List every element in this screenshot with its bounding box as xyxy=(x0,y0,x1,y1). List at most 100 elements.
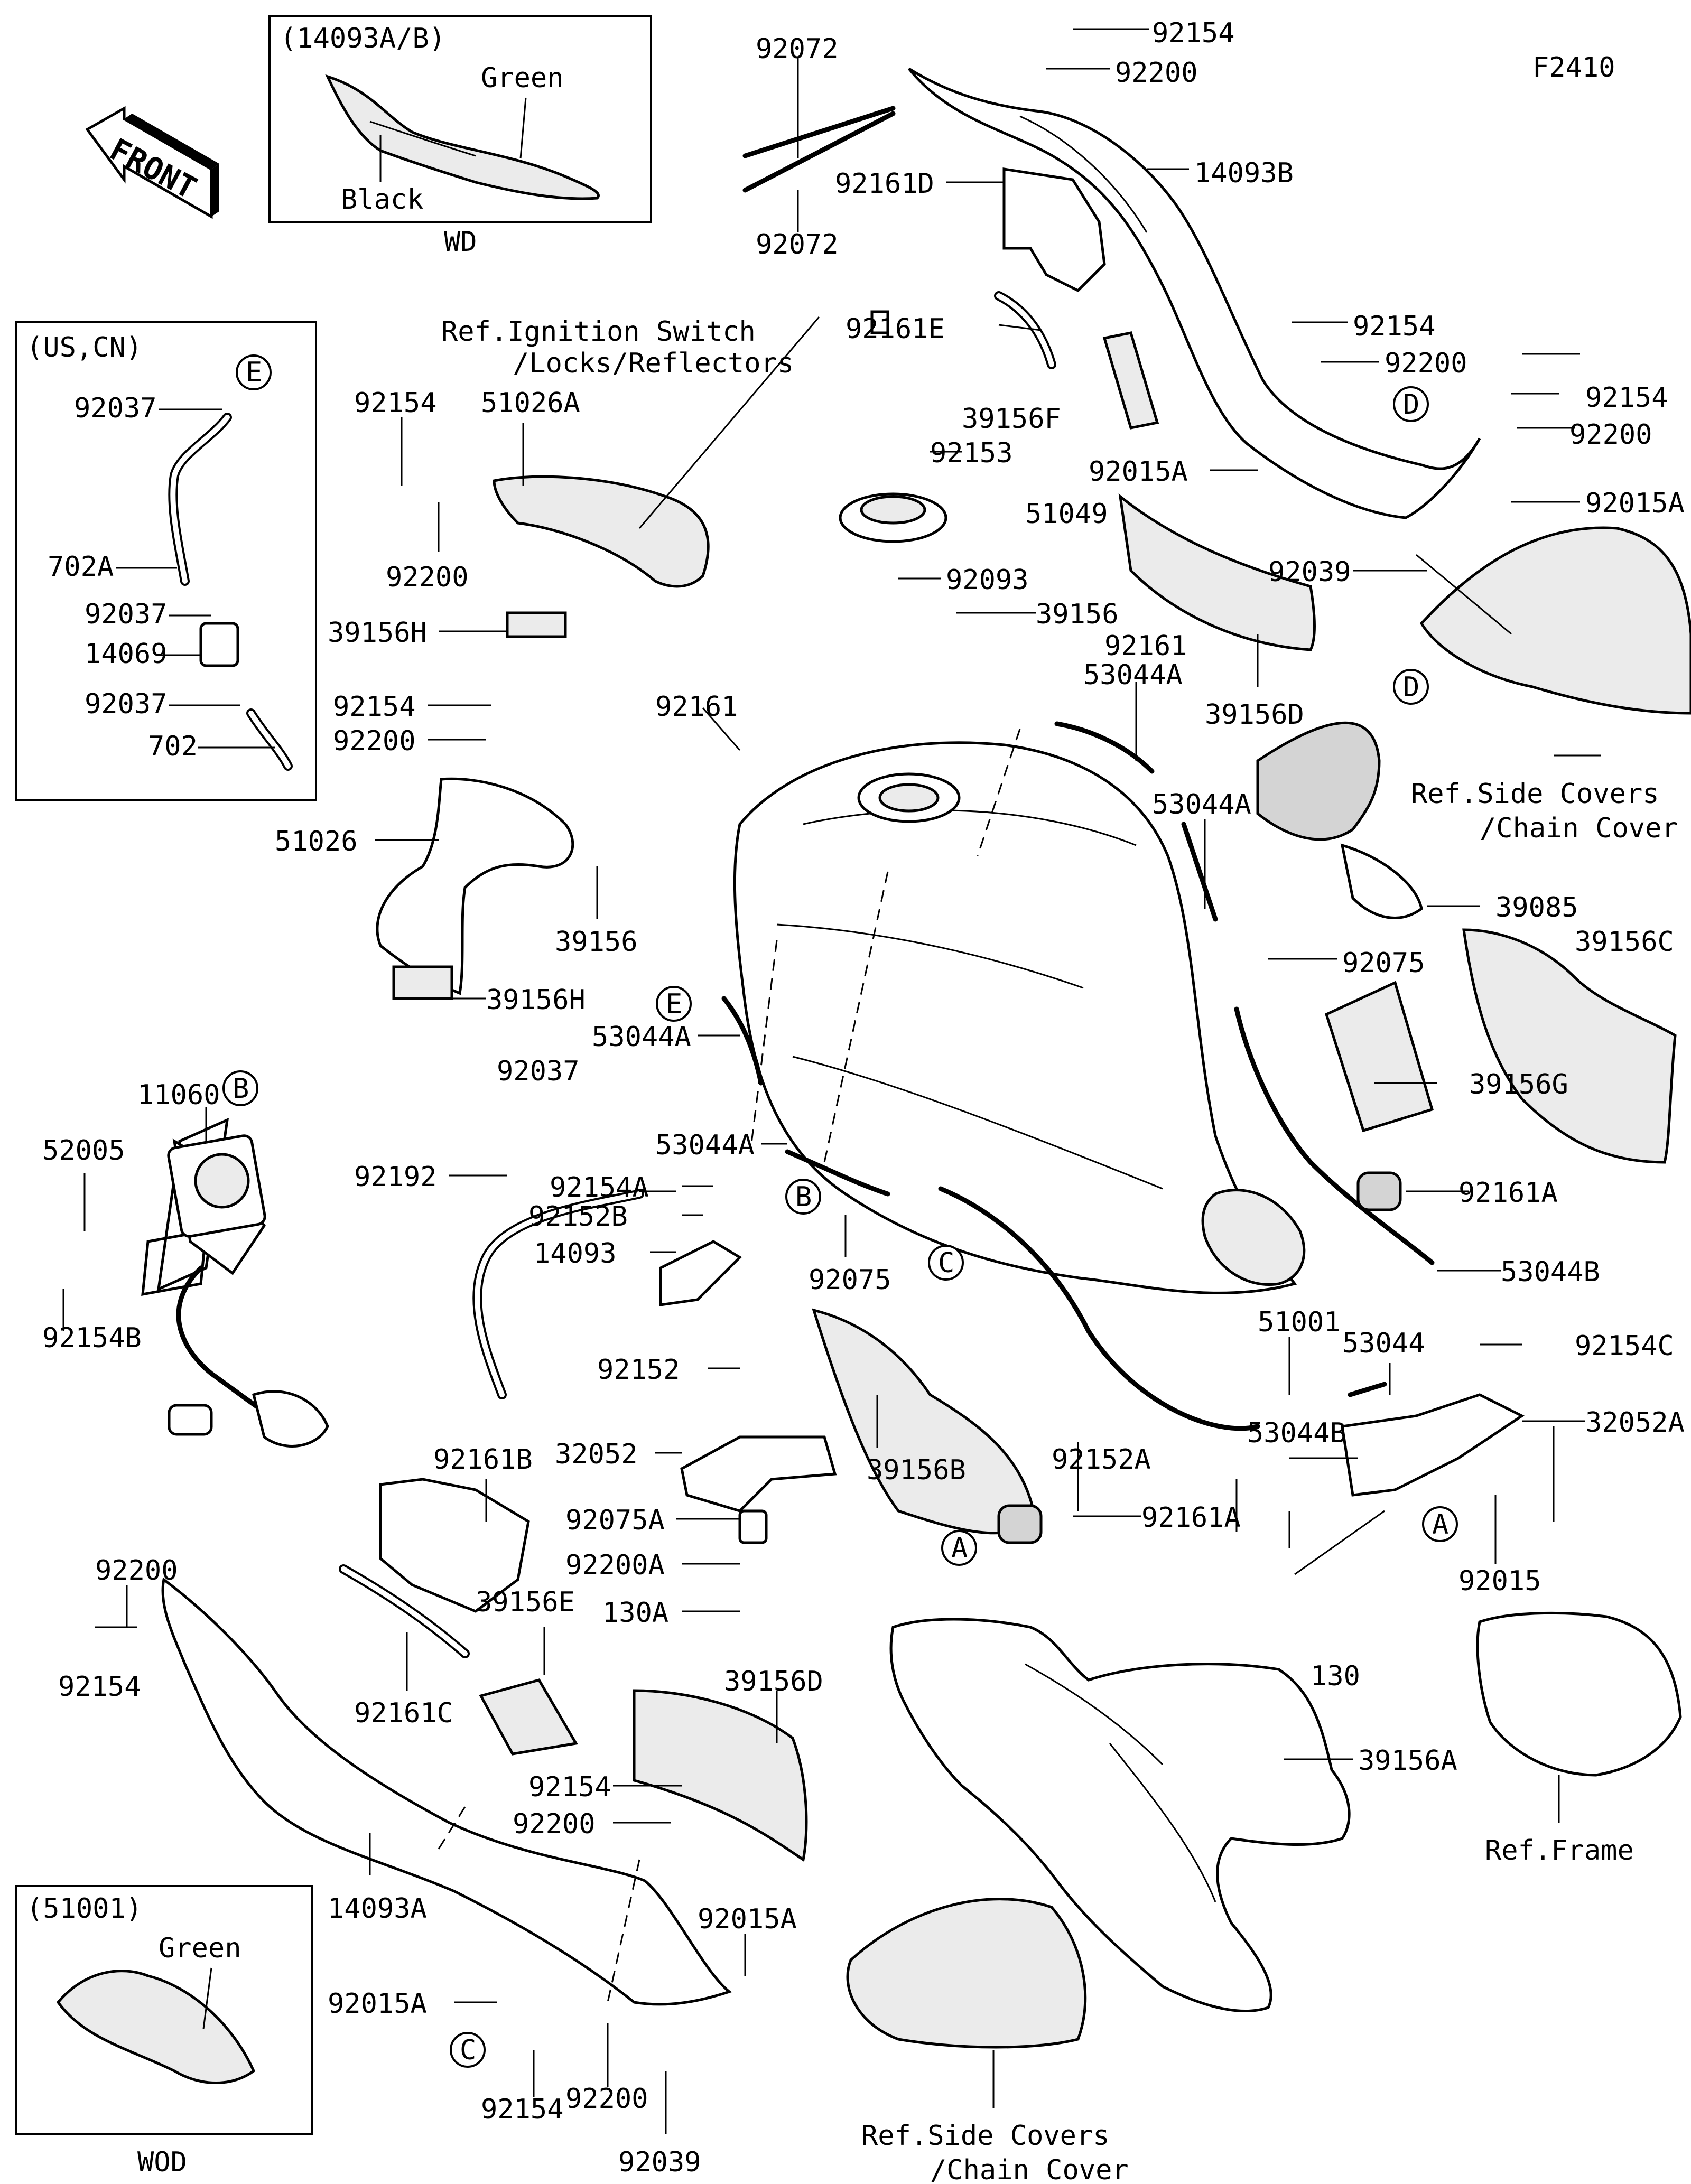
tie-92072-top xyxy=(742,106,896,158)
part-label: 53044B xyxy=(1247,1417,1346,1449)
circle-marker-label: D xyxy=(1403,389,1419,421)
part-label: 39156B xyxy=(867,1454,966,1486)
cover-51026 xyxy=(376,777,574,995)
circle-marker-label: B xyxy=(233,1073,249,1105)
circle-marker-e-label: E xyxy=(246,357,262,388)
fuel-cap-51049 xyxy=(839,310,947,543)
cover-wd-shape xyxy=(325,74,600,200)
part-label: 92015 xyxy=(1458,1565,1541,1597)
part-label: 92037 xyxy=(497,1056,580,1087)
figure-code: F2410 xyxy=(1532,52,1615,83)
part-label: 92153 xyxy=(930,437,1013,469)
part-label: 14093A xyxy=(328,1893,427,1925)
part-label: 92154 xyxy=(1152,17,1235,49)
circle-marker-label: D xyxy=(1403,671,1419,703)
part-label: 52005 xyxy=(42,1135,125,1166)
inset-us-header: (US,CN) xyxy=(26,332,142,363)
strip-53044 xyxy=(1348,1382,1387,1397)
side-cover-ref-top xyxy=(1419,526,1691,715)
pad-39156h-bottom xyxy=(392,965,453,1000)
part-label: 92161A xyxy=(1141,1502,1241,1534)
circle-marker-label: C xyxy=(938,1247,954,1279)
inset-us-label-2: 92037 xyxy=(85,599,168,630)
part-label: 92072 xyxy=(756,229,839,260)
part-label: 51026 xyxy=(275,826,358,857)
part-label: 92200 xyxy=(333,725,416,757)
part-label: 39156H xyxy=(486,984,586,1016)
part-label: 92154 xyxy=(1585,382,1668,414)
pad-39156g xyxy=(1324,981,1434,1133)
circle-marker-label: A xyxy=(951,1533,968,1564)
circle-marker-d xyxy=(1393,669,1429,705)
circle-marker-e xyxy=(236,354,272,390)
part-label: 92154 xyxy=(481,2094,564,2125)
part-label: 92152A xyxy=(1052,1444,1151,1476)
pad-39156e xyxy=(479,1678,578,1756)
grommet-92161a-bottom xyxy=(997,1504,1043,1544)
part-label: 92154 xyxy=(58,1671,141,1703)
part-label: 92154C xyxy=(1575,1330,1674,1362)
part-label: 92154 xyxy=(354,387,437,419)
part-label: 92192 xyxy=(354,1161,437,1193)
part-label: 92161B xyxy=(433,1444,533,1476)
inset-us-label-1: 702A xyxy=(48,551,114,583)
front-arrow-icon: FRONT xyxy=(85,106,219,219)
bracket-92161b xyxy=(379,1478,530,1613)
part-label: 92161E xyxy=(846,313,945,345)
part-label: 92161C xyxy=(354,1697,453,1729)
part-label: 39156 xyxy=(555,926,638,958)
part-label: 53044A xyxy=(592,1021,691,1053)
inset-wod-footer: WOD xyxy=(137,2146,187,2178)
part-label: 92200 xyxy=(386,562,469,593)
strip-53044a-mid xyxy=(785,1149,890,1197)
ref-side-covers-bottom-1: Ref.Side Covers xyxy=(861,2120,1110,2152)
part-label: 39156 xyxy=(1036,599,1119,630)
inset-wd-header: (14093A/B) xyxy=(280,23,445,54)
inset-wd-footer: WD xyxy=(444,226,477,258)
circle-marker-c xyxy=(928,1245,964,1281)
inset-wod-green: Green xyxy=(159,1933,241,1964)
circle-marker-d xyxy=(1393,386,1429,422)
part-label: 92200A xyxy=(565,1550,665,1581)
part-label: 92161 xyxy=(1104,630,1187,662)
part-label-group: 92154 92200 14093B 92072 92072 92161D 92… xyxy=(42,17,1685,2178)
pad-39156b xyxy=(812,1308,1037,1535)
damper-92075a xyxy=(738,1509,768,1544)
part-label: 92015A xyxy=(698,1903,797,1935)
part-label: 39156F xyxy=(962,403,1061,435)
circle-marker-c xyxy=(450,2032,486,2068)
strip-53044a-right xyxy=(1181,822,1218,922)
tank-wod-shape xyxy=(56,1970,256,2084)
circle-marker-label: C xyxy=(460,2034,476,2066)
part-label: 53044 xyxy=(1342,1328,1425,1359)
part-label: 51049 xyxy=(1025,498,1108,530)
part-label: 92015A xyxy=(1089,456,1188,488)
inset-wd-black: Black xyxy=(341,184,424,216)
bolt-92153 xyxy=(870,310,889,334)
part-label: 92152 xyxy=(597,1354,680,1386)
pad-39156h-top xyxy=(506,611,567,638)
frame-ref-shape xyxy=(1476,1611,1682,1777)
part-label: 92015A xyxy=(328,1988,427,2020)
connector xyxy=(168,1404,213,1436)
part-label: 92039 xyxy=(618,2146,701,2178)
circle-marker-label: A xyxy=(1432,1509,1448,1541)
part-label: 39156H xyxy=(328,617,427,649)
inset-us-label-3: 14069 xyxy=(85,638,168,670)
side-cover-ref-bottom xyxy=(846,1898,1087,2049)
circle-marker-a xyxy=(941,1530,977,1566)
bracket-32052 xyxy=(680,1435,837,1513)
inset-us-label-5: 702 xyxy=(148,731,198,762)
part-label: 39156E xyxy=(476,1586,575,1618)
inset-wod-frame xyxy=(15,1885,313,2135)
part-label: 92152B xyxy=(528,1201,628,1233)
part-label: 92161D xyxy=(835,168,934,200)
part-label: 39156A xyxy=(1358,1745,1457,1777)
inset-wod: (51001) Green WOD xyxy=(15,1885,313,2178)
inset-us-label-0: 92037 xyxy=(74,393,157,424)
bracket-32052a xyxy=(1341,1393,1525,1497)
part-label: 51026A xyxy=(481,387,580,419)
ref-side-covers-bottom-2: /Chain Cover xyxy=(930,2154,1129,2184)
ref-side-covers-top-1: Ref.Side Covers xyxy=(1411,778,1659,810)
